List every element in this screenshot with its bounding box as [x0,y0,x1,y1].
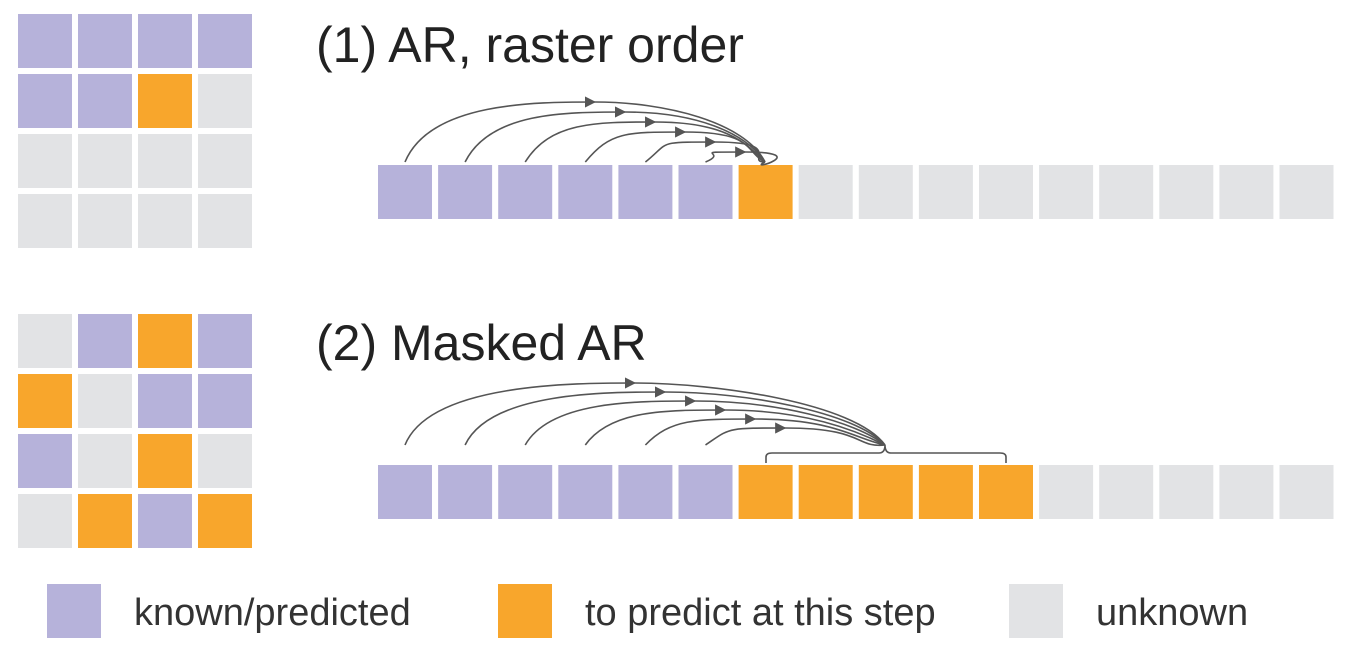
panel-2-token-sequence [378,465,1334,519]
sequence-token-unknown [1099,465,1154,519]
sequence-token-unknown [1039,165,1094,219]
grid-cell-known [138,494,192,548]
grid-cell-known [198,314,252,368]
legend-swatch-predict [498,584,552,638]
panel-1-title: (1) AR, raster order [316,17,744,73]
sequence-token-unknown [1159,465,1214,519]
grid-cell-known [198,374,252,428]
sequence-token-unknown [1159,165,1214,219]
grid-cell-known [18,74,72,128]
panel-2-dependency-arrows [404,377,1007,463]
sequence-token-predict [858,465,913,519]
grid-cell-unknown [198,134,252,188]
grid-cell-unknown [78,374,132,428]
dependency-arrow [524,395,886,446]
sequence-token-predict [798,465,853,519]
grid-cell-known [198,14,252,68]
dependency-arrow [644,413,886,446]
grid-cell-unknown [18,134,72,188]
grid-cell-predict [18,374,72,428]
panel-2-title: (2) Masked AR [316,315,647,371]
grid-cell-unknown [78,434,132,488]
legend-label-unknown: unknown [1096,592,1249,634]
grid-cell-predict [138,434,192,488]
panel-1-token-grid [18,14,252,248]
sequence-token-unknown [918,165,973,219]
grid-cell-unknown [18,494,72,548]
panel-2-token-grid [18,314,252,548]
grid-cell-known [138,374,192,428]
sequence-token-unknown [1099,165,1154,219]
grid-cell-unknown [198,74,252,128]
grid-cell-unknown [78,134,132,188]
sequence-token-known [378,465,432,519]
dependency-arrow [464,106,766,163]
sequence-token-unknown [1039,465,1094,519]
grid-cell-unknown [138,134,192,188]
dependency-arrow [705,422,886,447]
dependency-arrow [644,136,766,163]
legend-swatch-known [47,584,101,638]
sequence-token-known [618,465,673,519]
sequence-token-known [678,165,733,219]
grid-cell-known [18,434,72,488]
sequence-token-unknown [1279,165,1334,219]
sequence-token-known [498,465,553,519]
prediction-set-brace [765,444,1007,463]
sequence-token-known [618,165,673,219]
sequence-token-unknown [1219,165,1274,219]
sequence-token-unknown [1279,465,1334,519]
legend-label-predict: to predict at this step [585,592,936,634]
sequence-token-unknown [979,165,1033,219]
sequence-token-known [558,165,613,219]
grid-cell-predict [138,314,192,368]
grid-cell-known [138,14,192,68]
grid-cell-predict [198,494,252,548]
dependency-arrow [584,126,766,163]
grid-cell-known [78,314,132,368]
sequence-token-predict [918,465,973,519]
sequence-token-predict [738,165,793,219]
grid-cell-known [78,14,132,68]
panel-1-dependency-arrows [404,96,778,166]
sequence-token-known [438,465,493,519]
sequence-token-unknown [1219,465,1274,519]
sequence-token-unknown [858,165,913,219]
sequence-token-predict [979,465,1033,519]
dependency-arrow [584,404,886,446]
sequence-token-predict [738,465,793,519]
grid-cell-unknown [78,194,132,248]
grid-cell-predict [138,74,192,128]
legend-label-known: known/predicted [134,592,411,634]
sequence-token-known [558,465,613,519]
sequence-token-known [378,165,432,219]
grid-cell-predict [78,494,132,548]
grid-cell-known [18,14,72,68]
grid-cell-unknown [18,194,72,248]
sequence-token-known [678,465,733,519]
grid-cell-unknown [198,434,252,488]
grid-cell-unknown [198,194,252,248]
legend-swatch-unknown [1009,584,1063,638]
grid-cell-unknown [18,314,72,368]
grid-cell-known [78,74,132,128]
dependency-arrow [464,386,886,446]
sequence-token-unknown [798,165,853,219]
dependency-arrow [404,96,766,163]
grid-cell-unknown [138,194,192,248]
dependency-arrow [404,377,886,446]
panel-1-token-sequence [378,165,1334,219]
dependency-arrow [705,146,778,166]
sequence-token-known [498,165,553,219]
sequence-token-known [438,165,493,219]
